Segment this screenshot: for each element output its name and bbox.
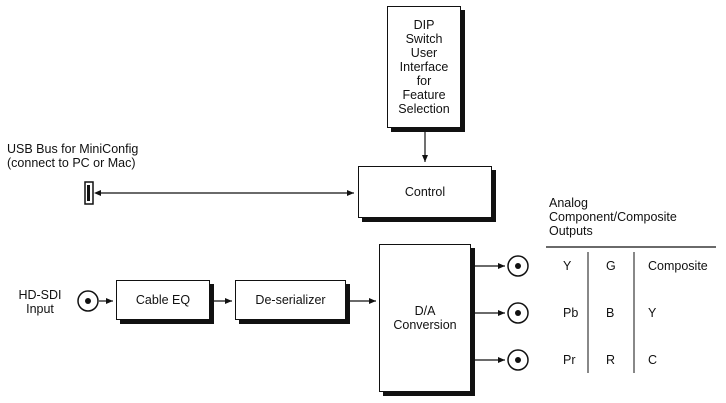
- table-cell: Y: [648, 306, 657, 320]
- hd-sdi-input-label: HD-SDI Input: [18, 288, 62, 316]
- table-cell: R: [606, 353, 616, 367]
- output-connector-icon-2: [507, 302, 529, 324]
- dip-switch-block: DIP Switch User Interface for Feature Se…: [387, 6, 461, 128]
- cable-eq-label: Cable EQ: [135, 293, 191, 307]
- dac-label: D/A Conversion: [393, 304, 457, 332]
- hd-sdi-connector-icon: [77, 290, 99, 312]
- table-cell: G: [606, 259, 616, 273]
- table-cell: Y: [563, 259, 572, 273]
- table-cell: Pr: [563, 353, 576, 367]
- table-cell: Composite: [648, 259, 708, 273]
- dac-block: D/A Conversion: [379, 244, 471, 392]
- analog-outputs-heading: Analog Component/Composite Outputs: [549, 196, 677, 238]
- usb-bus-label: USB Bus for MiniConfig (connect to PC or…: [7, 142, 139, 170]
- table-cell: B: [606, 306, 615, 320]
- dip-switch-label: DIP Switch User Interface for Feature Se…: [398, 18, 450, 116]
- output-connector-icon-1: [507, 255, 529, 277]
- deserializer-label: De-serializer: [255, 293, 326, 307]
- table-cell: C: [648, 353, 658, 367]
- control-block: Control: [358, 166, 492, 218]
- output-connector-icon-3: [507, 349, 529, 371]
- usb-connector-icon: [84, 181, 94, 205]
- table-cell: Pb: [563, 306, 579, 320]
- deserializer-block: De-serializer: [235, 280, 346, 320]
- cable-eq-block: Cable EQ: [116, 280, 210, 320]
- control-label: Control: [404, 185, 446, 199]
